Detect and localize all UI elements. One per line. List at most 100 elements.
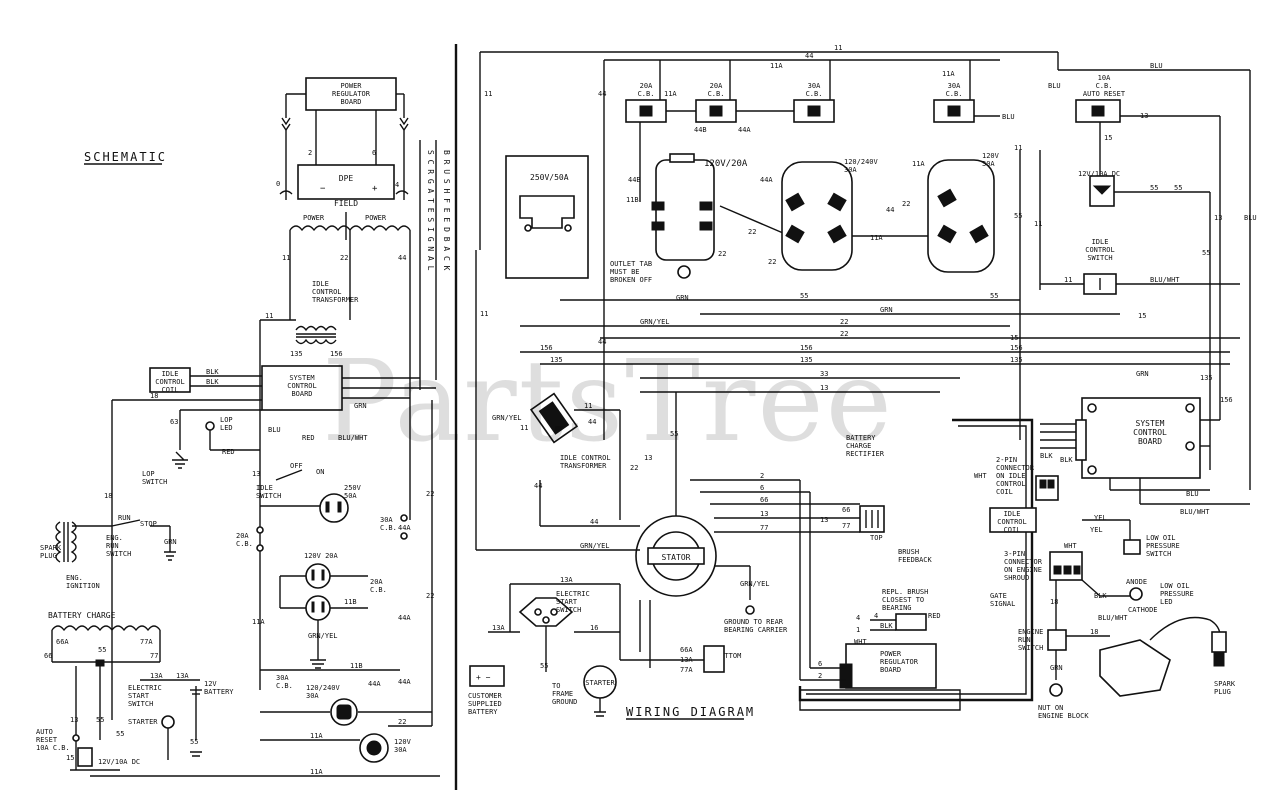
svg-text:YEL: YEL [1090,526,1103,534]
svg-text:44: 44 [590,518,598,526]
svg-text:135: 135 [290,350,303,358]
svg-text:22: 22 [748,228,756,236]
svg-text:11A: 11A [912,160,925,168]
svg-text:55: 55 [1202,249,1210,257]
svg-text:2: 2 [308,149,312,157]
engine-run-switch [1047,629,1067,651]
idle-control-coil-wiring [989,507,1037,533]
battery-charge-label: BATTERY CHARGE [48,611,116,620]
svg-text:15: 15 [1104,134,1112,142]
svg-text:13: 13 [760,510,768,518]
eng-ignition-label: ENG.IGNITION [66,574,100,590]
svg-text:44A: 44A [760,176,773,184]
svg-text:55: 55 [540,662,548,670]
svg-text:18: 18 [150,392,158,400]
wiring-diagram-section: WIRING DIAGRAM 11 44 11A BLU BLU 11 44 2… [468,44,1257,720]
svg-text:TOP: TOP [870,534,883,542]
svg-text:BLU: BLU [268,426,281,434]
svg-text:0: 0 [276,180,280,188]
brush-feedback-label: B R U S H F E E D B A C K [442,150,451,271]
svg-text:55: 55 [96,716,104,724]
outlet-120v-30a [927,159,995,273]
svg-text:66: 66 [842,506,850,514]
svg-text:WHT: WHT [974,472,987,480]
svg-text:13A: 13A [150,672,163,680]
svg-text:77: 77 [760,524,768,532]
svg-text:GRN: GRN [354,402,367,410]
svg-text:11A: 11A [310,732,323,740]
svg-text:BLU/WHT: BLU/WHT [338,434,368,442]
svg-text:BLU/WHT: BLU/WHT [1180,508,1210,516]
svg-text:156: 156 [1010,344,1023,352]
svg-text:BLU: BLU [1244,214,1257,222]
svg-text:13: 13 [820,516,828,524]
brush-holder [895,613,927,631]
outlet-120v-20a-label: 120V/20A [704,159,748,169]
svg-text:66A: 66A [680,646,693,654]
svg-text:22: 22 [630,464,638,472]
svg-text:11: 11 [484,90,492,98]
svg-text:6: 6 [372,149,376,157]
svg-text:RED: RED [222,448,235,456]
svg-text:RED: RED [928,612,941,620]
svg-text:11: 11 [265,312,273,320]
svg-text:11A: 11A [310,768,323,776]
svg-text:44: 44 [588,418,596,426]
svg-text:55: 55 [990,292,998,300]
svg-text:13A: 13A [560,576,573,584]
svg-text:GRN: GRN [1136,370,1149,378]
svg-text:11: 11 [282,254,290,262]
svg-text:11: 11 [834,44,842,52]
diode-label-schematic: 12V/10A DC [98,758,140,766]
svg-text:55: 55 [1174,184,1182,192]
lop-led-icon [205,421,215,431]
svg-text:BLK: BLK [880,622,893,630]
outlet-120-240v-30a [781,161,853,271]
stop-label: STOP [140,520,157,528]
svg-text:BLU: BLU [1002,113,1015,121]
svg-text:GRN/YEL: GRN/YEL [640,318,670,326]
starter-label-schematic: STARTER [128,718,158,726]
svg-text:44: 44 [598,90,606,98]
power-winding-label-1: POWER [303,214,325,222]
svg-text:BLK: BLK [1040,452,1053,460]
system-control-board [261,365,343,411]
svg-text:135: 135 [550,356,563,364]
svg-text:44A: 44A [398,678,411,686]
svg-text:13: 13 [252,470,260,478]
grn-yel-label-schematic: GRN/YEL [308,632,338,640]
svg-text:156: 156 [330,350,343,358]
schematic-title: SCHEMATIC [84,150,167,164]
svg-text:RED: RED [302,434,315,442]
svg-text:+ −: + − [476,673,491,682]
svg-text:44A: 44A [398,614,411,622]
svg-text:22: 22 [398,718,406,726]
svg-text:BLK: BLK [1060,456,1073,464]
spark-plug [1211,631,1227,653]
svg-text:GRN/YEL: GRN/YEL [580,542,610,550]
stator-label: STATOR [662,553,691,562]
svg-text:13: 13 [1140,112,1148,120]
